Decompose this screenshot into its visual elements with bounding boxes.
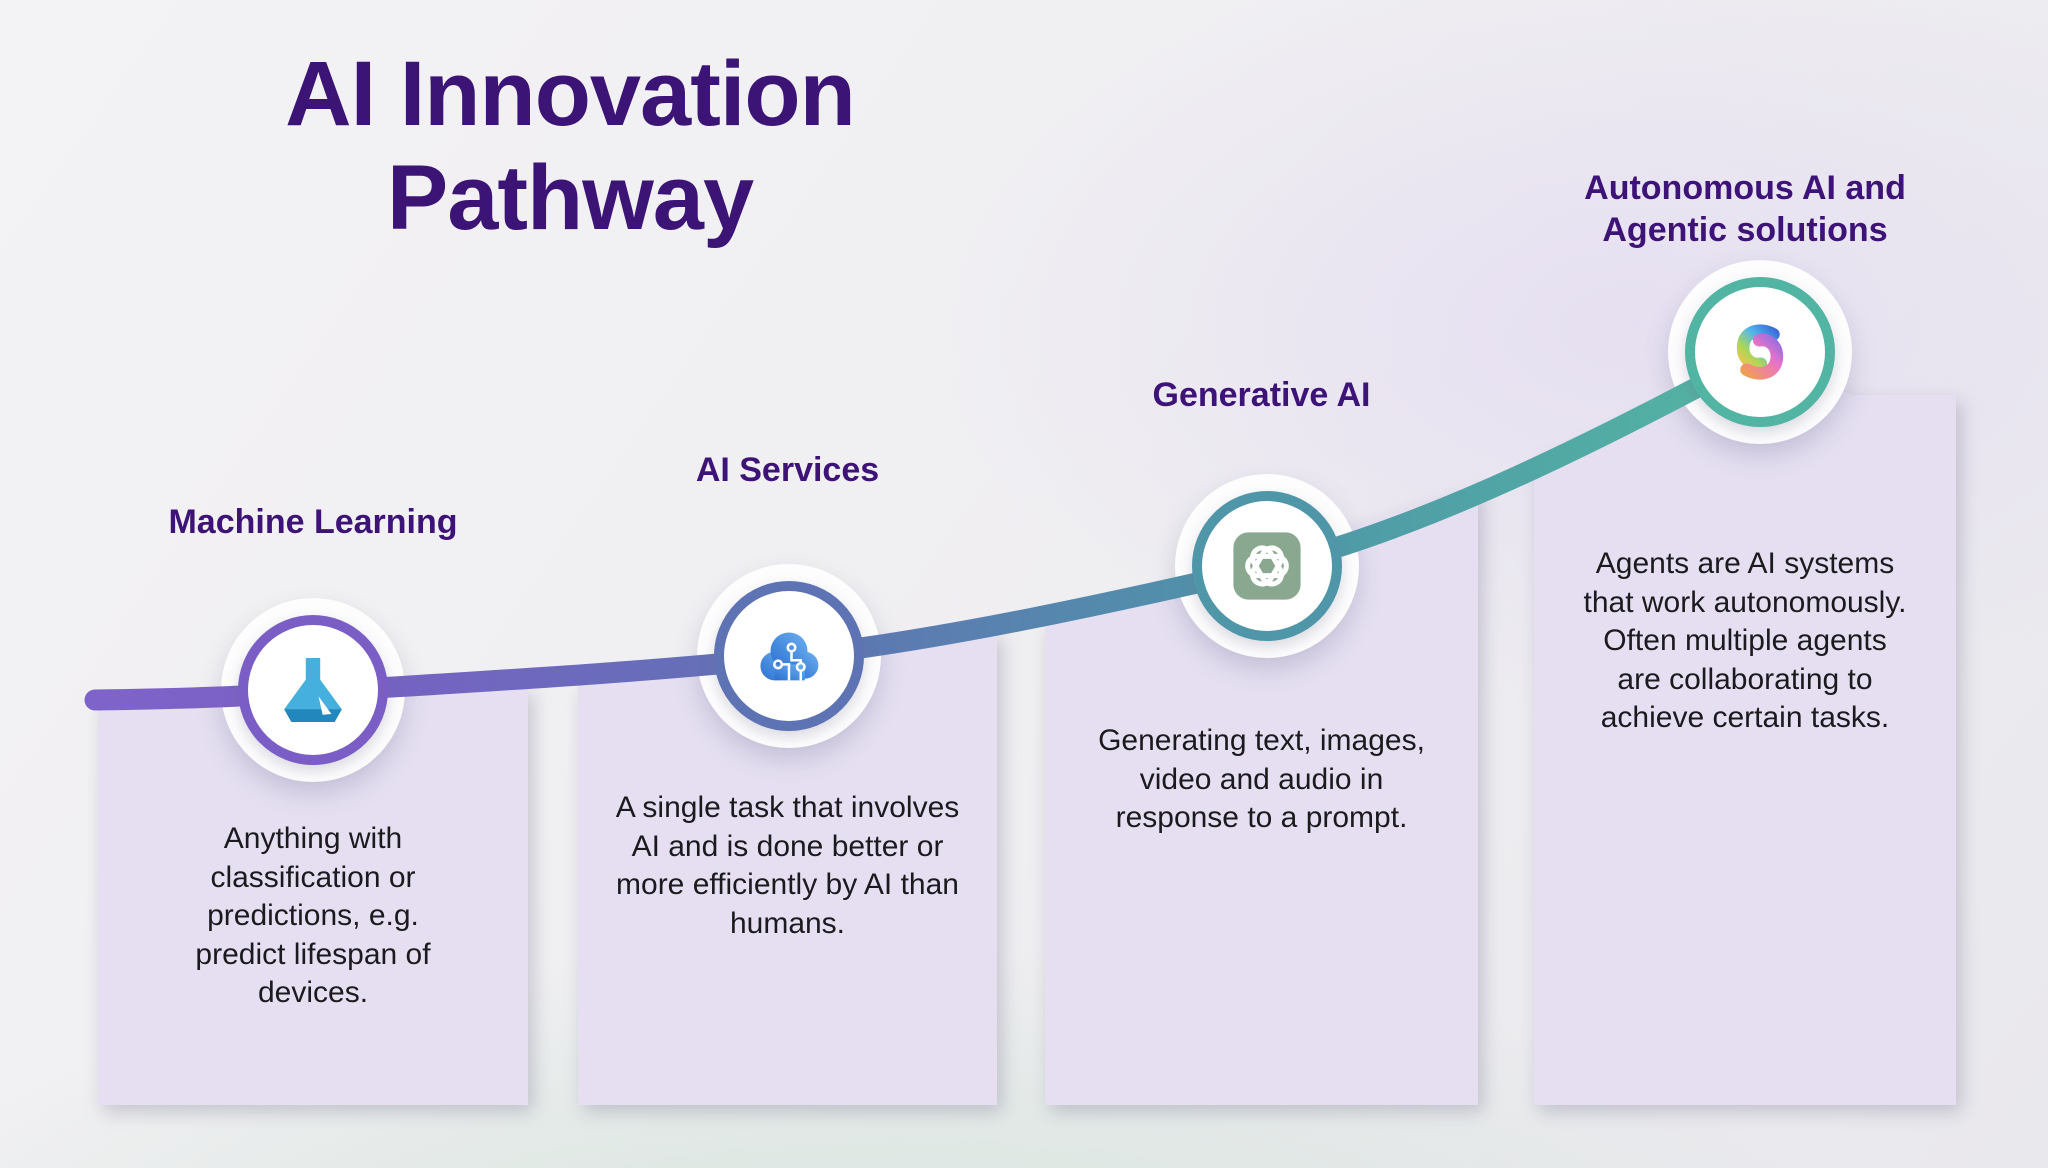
stage-description-ai-services: A single task that involves AI and is do…	[615, 791, 960, 940]
stage-heading-machine-learning: Machine Learning	[168, 503, 458, 541]
medallion-autonomous-ai	[1685, 277, 1835, 427]
page-title: AI Innovation Pathway	[285, 43, 856, 249]
medallion-machine-learning	[238, 615, 388, 765]
copilot-icon	[1736, 324, 1784, 380]
stage-card-autonomous-ai	[1534, 383, 1956, 1105]
stage-heading-autonomous-ai: Autonomous AI and Agentic solutions	[1584, 169, 1906, 249]
medallion-ai-services	[714, 581, 864, 731]
azure-machine-learning-icon	[284, 658, 342, 722]
stage-description-machine-learning: Anything with classification or predicti…	[195, 822, 431, 1009]
stage-heading-generative-ai: Generative AI	[1152, 376, 1371, 414]
stage-heading-ai-services: AI Services	[695, 451, 880, 489]
card-surface	[1534, 383, 1956, 1105]
stage-description-generative-ai: Generating text, images, video and audio…	[1098, 724, 1425, 834]
openai-icon	[1233, 532, 1301, 600]
medallion-generative-ai	[1192, 491, 1342, 641]
ai-cloud-icon	[760, 632, 819, 681]
stage-description-autonomous-ai: Agents are AI systems that work autonomo…	[1583, 547, 1907, 734]
